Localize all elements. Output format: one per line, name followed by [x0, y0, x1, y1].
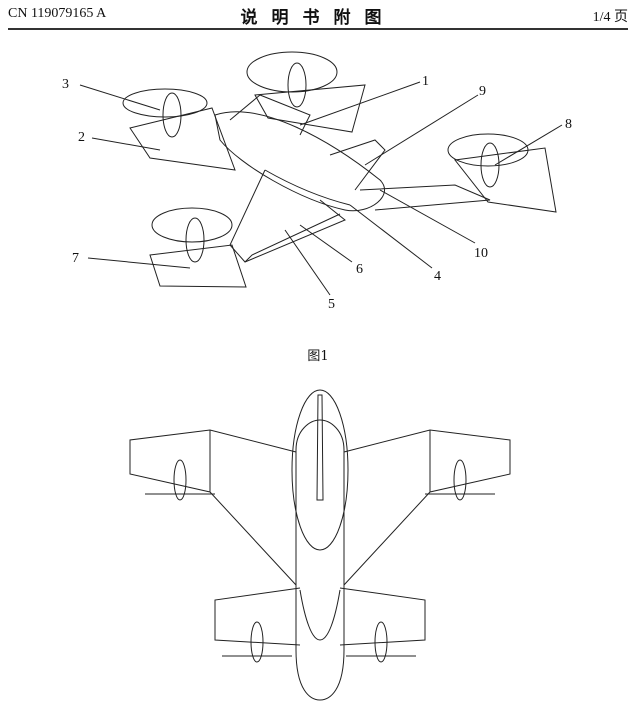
- ref-numeral-2: 2: [78, 130, 85, 145]
- figure-caption: 图1: [307, 349, 329, 364]
- ref-numeral-4: 4: [434, 269, 441, 284]
- ref-numeral-5: 5: [328, 297, 335, 312]
- header-divider: [8, 28, 628, 30]
- page-number: 1/4 页: [592, 10, 628, 25]
- ref-numeral-10: 10: [474, 246, 488, 261]
- publication-number: CN 119079165 A: [8, 6, 107, 21]
- ref-numeral-9: 9: [479, 84, 486, 99]
- figure-2-top-view: [129, 389, 511, 701]
- page-title: 说明书附图: [240, 8, 396, 28]
- ref-numeral-6: 6: [356, 262, 363, 277]
- ref-numeral-1: 1: [422, 74, 429, 89]
- ref-numeral-7: 7: [72, 251, 79, 266]
- ref-numeral-8: 8: [565, 117, 572, 132]
- ref-numeral-3: 3: [62, 77, 69, 92]
